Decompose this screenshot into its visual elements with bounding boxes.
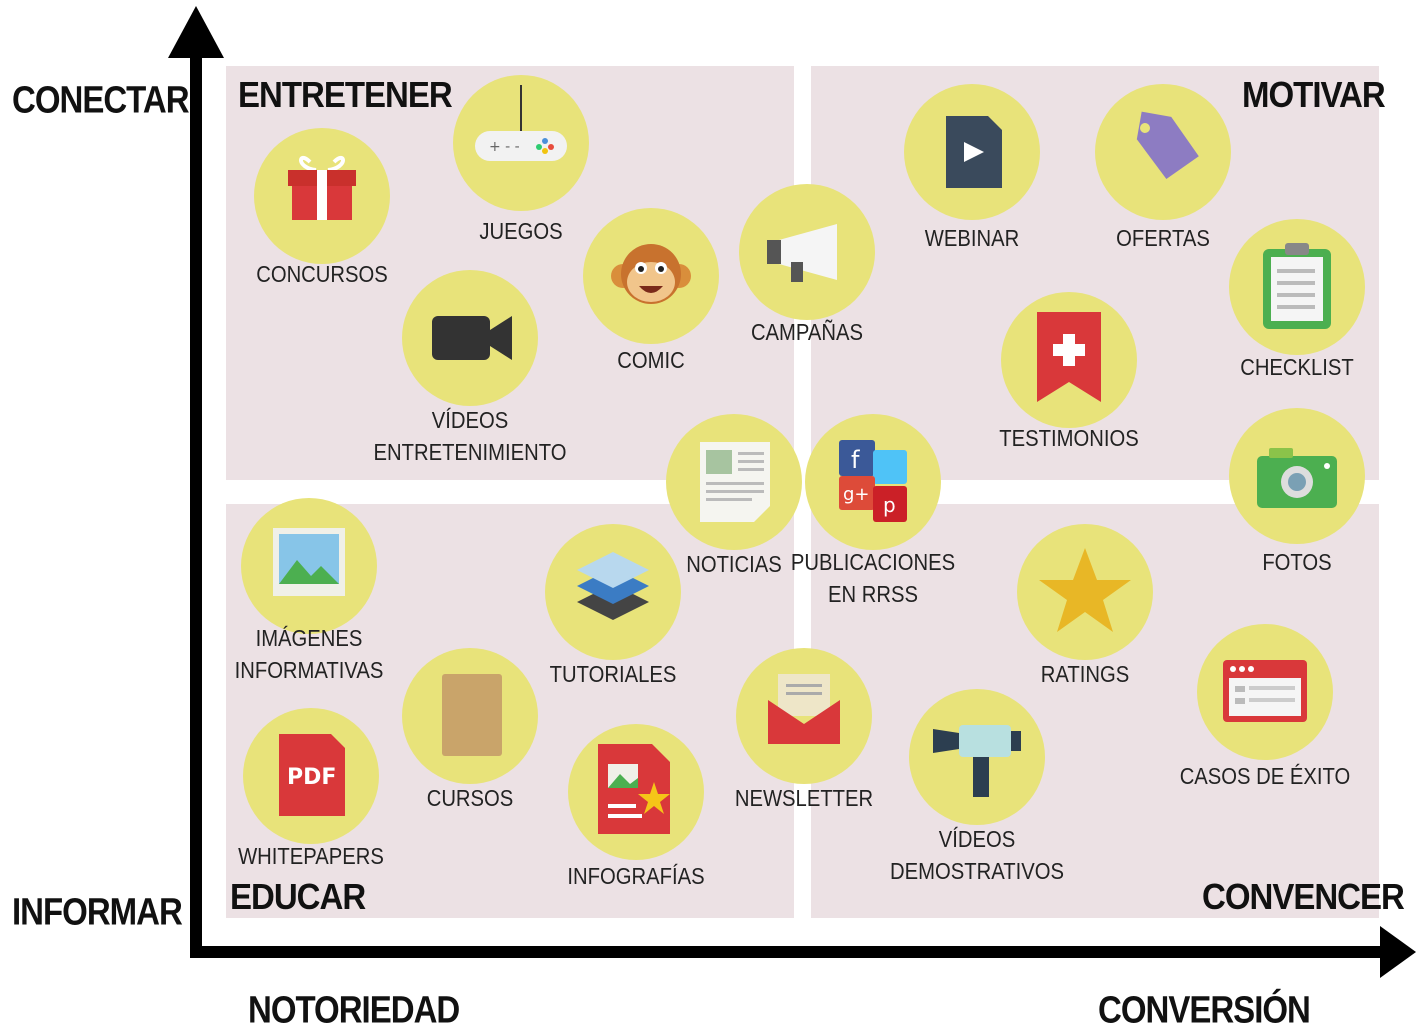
item-label: CHECKLIST [1240, 354, 1354, 380]
item-circle: PDF [243, 708, 379, 844]
svg-text:f: f [851, 446, 860, 474]
item-label: ENTRETENIMIENTO [373, 439, 567, 465]
item-circle [241, 498, 377, 634]
x-axis-arrowhead [1380, 926, 1416, 978]
video-file-icon [946, 116, 1002, 188]
item-circle [402, 648, 538, 784]
item-circle [402, 270, 538, 406]
item-label: INFOGRAFÍAS [567, 863, 705, 889]
item-circle [904, 84, 1040, 220]
item-label: CURSOS [426, 785, 514, 811]
item-label: PUBLICACIONES [790, 549, 956, 575]
quadrant-title-convencer: CONVENCER [1202, 876, 1405, 917]
gift-icon [288, 155, 356, 220]
megaphone-icon [767, 224, 837, 282]
item-circle [583, 208, 719, 344]
item-circle [1229, 219, 1365, 355]
svg-text:+ - -: + - - [489, 139, 520, 155]
item-label: IMÁGENES [255, 625, 363, 651]
browser-window-icon [1223, 660, 1307, 722]
axis-label-notoriedad: NOTORIEDAD [248, 988, 460, 1031]
item-circle [1095, 84, 1231, 220]
clipboard-icon [1263, 243, 1331, 329]
item-circle [1001, 292, 1137, 428]
item-label: JUEGOS [479, 218, 563, 244]
item-circle: + - - [453, 75, 589, 211]
axis-label-conectar: CONECTAR [12, 78, 190, 121]
item-label: CASOS DE ÉXITO [1179, 763, 1351, 789]
item-circle [1197, 624, 1333, 760]
svg-text:PDF: PDF [287, 765, 336, 790]
video-camera-icon [432, 316, 512, 360]
item-label: OFERTAS [1116, 225, 1210, 251]
gamepad-icon: + - - [475, 85, 567, 161]
item-label: TESTIMONIOS [999, 425, 1139, 451]
item-label: VÍDEOS [431, 407, 509, 433]
item-label: CAMPAÑAS [750, 319, 864, 345]
item-label: WEBINAR [924, 225, 1020, 251]
pdf-icon: PDF [279, 734, 345, 816]
svg-text:p: p [883, 493, 896, 517]
newspaper-icon [700, 442, 770, 522]
image-icon [273, 528, 345, 596]
item-label: DEMOSTRATIVOS [890, 858, 1064, 884]
item-label: VÍDEOS [938, 826, 1016, 852]
item-circle [739, 184, 875, 320]
envelope-icon [768, 674, 840, 744]
layers-icon [577, 552, 649, 620]
svg-text:g+: g+ [843, 484, 870, 505]
monkey-icon [611, 244, 691, 304]
y-axis-arrowhead [168, 6, 224, 58]
item-circle [736, 648, 872, 784]
item-label: RATINGS [1040, 661, 1130, 687]
item-label: TUTORIALES [549, 661, 677, 687]
item-circle [1229, 408, 1365, 544]
axis-label-conversion: CONVERSIÓN [1098, 988, 1311, 1031]
bookmark-plus-icon [1037, 312, 1101, 402]
quadrant-title-entretener: ENTRETENER [238, 74, 453, 115]
item-label: CONCURSOS [256, 261, 388, 287]
item-label: EN RRSS [828, 581, 918, 607]
item-label: WHITEPAPERS [238, 843, 384, 869]
item-circle: f g+ p [805, 414, 941, 550]
item-label: NOTICIAS [686, 551, 782, 577]
item-circle [545, 524, 681, 660]
photo-camera-icon [1257, 448, 1337, 508]
social-media-icon: f g+ p [839, 440, 907, 522]
film-camera-icon [933, 725, 1021, 797]
item-circle [666, 414, 802, 550]
item-label: INFORMATIVAS [234, 657, 384, 683]
infographic-icon [598, 744, 670, 834]
axis-label-informar: INFORMAR [12, 890, 183, 933]
notebook-icon [442, 674, 502, 756]
quadrant-title-educar: EDUCAR [230, 876, 366, 917]
item-label: FOTOS [1262, 549, 1332, 575]
quadrant-title-motivar: MOTIVAR [1242, 74, 1386, 115]
star-icon [1039, 548, 1131, 632]
item-circle [568, 724, 704, 860]
item-label: COMIC [617, 347, 685, 373]
item-circle [1017, 524, 1153, 660]
item-circle [254, 128, 390, 264]
tag-icon [1136, 111, 1199, 179]
item-label: NEWSLETTER [734, 785, 874, 811]
item-circle [909, 689, 1045, 825]
